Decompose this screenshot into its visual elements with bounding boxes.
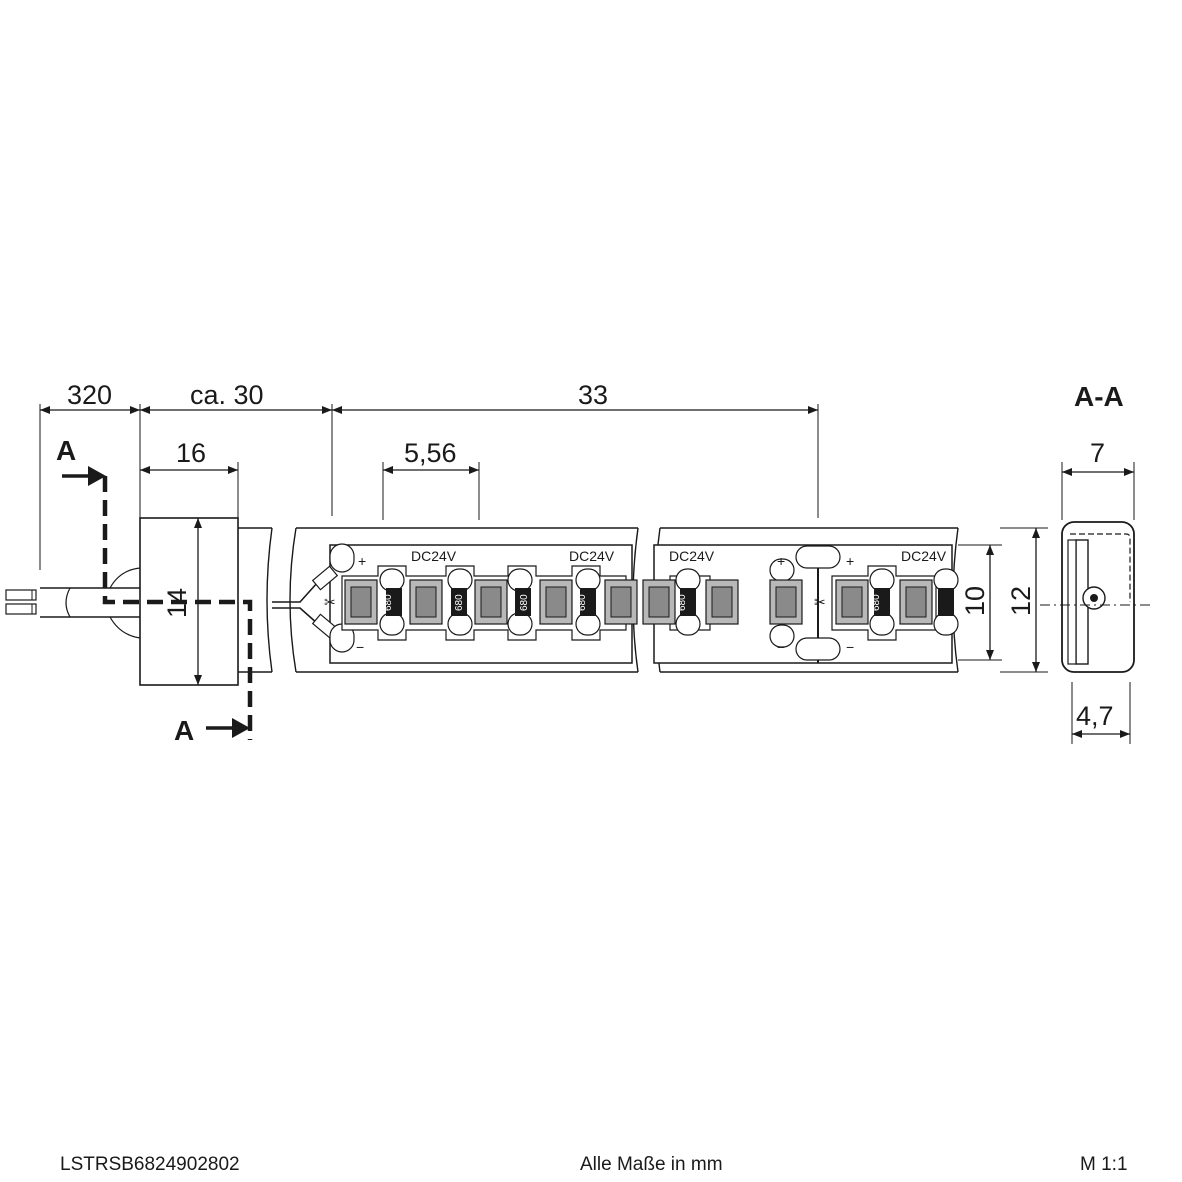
dim-plug-height: 14	[162, 588, 192, 618]
dim-section-depth: 4,7	[1076, 701, 1114, 731]
cross-section: A-A	[1040, 381, 1150, 673]
resistor-label: 680	[519, 594, 530, 611]
resistor-label: 680	[871, 594, 882, 611]
pcb-labels: DC24V DC24V DC24V DC24V + − + − + − 680 …	[356, 548, 947, 655]
resistor-label: 680	[383, 594, 394, 611]
footer: LSTRSB6824902802 Alle Maße in mm M 1:1	[60, 1154, 1128, 1175]
dim-cable: 320	[67, 380, 112, 410]
pcb-plus-sign: +	[358, 553, 366, 569]
section-marker-label: A	[174, 715, 194, 746]
dimension-lines	[39, 404, 1135, 744]
pcb-minus-sign: −	[846, 639, 854, 655]
dimension-values: 320 ca. 30 33 16 5,56 14 10 12 7 4,7	[67, 380, 1114, 731]
section-title: A-A	[1074, 381, 1124, 412]
section-line: A A	[56, 435, 253, 746]
svg-text:✂: ✂	[324, 594, 336, 610]
section-marker-label: A	[56, 435, 76, 466]
pcb-voltage-label: DC24V	[411, 548, 457, 564]
cable	[5, 567, 141, 639]
pcb-voltage-label: DC24V	[569, 548, 615, 564]
scale-label: M 1:1	[1080, 1154, 1128, 1175]
dim-section-width: 7	[1090, 438, 1105, 468]
pcb-plus-sign: +	[777, 553, 785, 569]
svg-text:✂: ✂	[814, 594, 826, 610]
dim-pcb-width: 10	[960, 586, 990, 616]
pcb-plus-sign: +	[846, 553, 854, 569]
pcb-minus-sign: −	[356, 639, 364, 655]
pcb-voltage-label: DC24V	[901, 548, 947, 564]
dim-segment: 33	[578, 380, 608, 410]
pcb-minus-sign: −	[777, 639, 785, 655]
dim-strip-width: 12	[1006, 586, 1036, 616]
dim-plug-width: 16	[176, 438, 206, 468]
strip-body: ✂ ✂	[272, 527, 959, 673]
resistor-label: 680	[454, 594, 465, 611]
units-note: Alle Maße in mm	[580, 1154, 723, 1175]
dim-led-pitch: 5,56	[404, 438, 457, 468]
resistor-label: 680	[577, 594, 588, 611]
dim-plug-approx: ca. 30	[190, 380, 264, 410]
resistor-label: 680	[677, 594, 688, 611]
pcb-voltage-label: DC24V	[669, 548, 715, 564]
article-number: LSTRSB6824902802	[60, 1154, 240, 1175]
